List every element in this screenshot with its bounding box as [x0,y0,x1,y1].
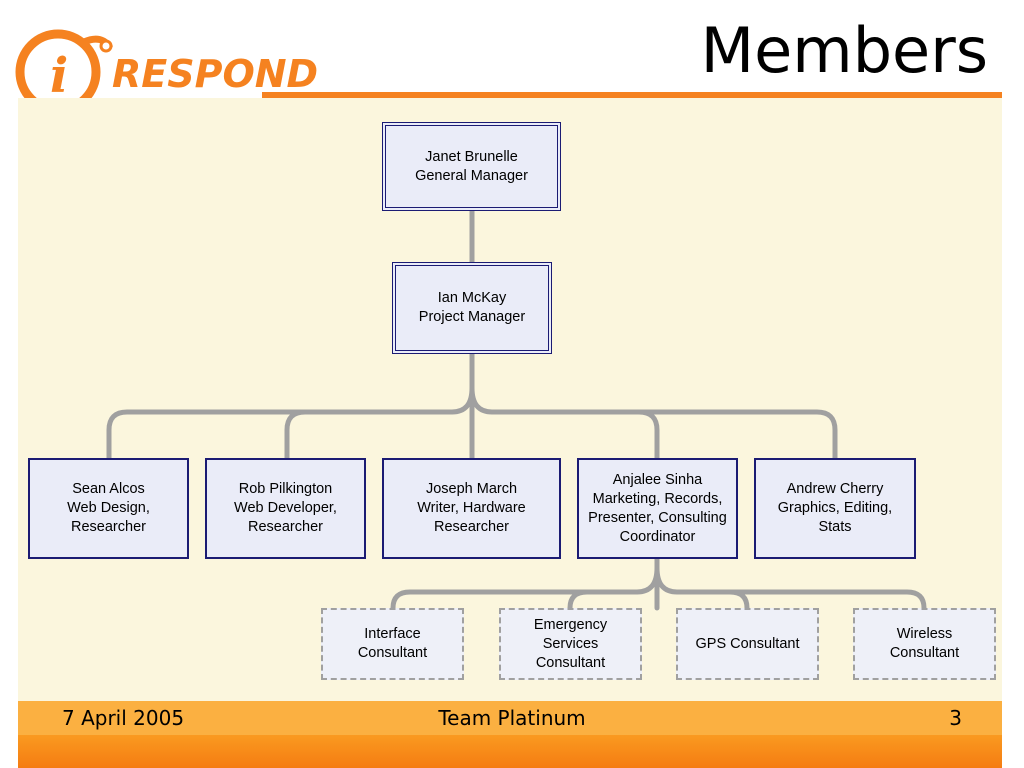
connector-to-rob [284,409,455,461]
node-project-manager: Ian McKay Project Manager [392,262,552,354]
slide-header: i RESPOND Members [0,0,1024,115]
footer-date: 7 April 2005 [62,706,185,730]
node-line: Consultant [357,645,428,661]
node-anjalee-sinha: Anjalee Sinha Marketing, Records, Presen… [577,458,738,559]
node-joseph-march: Joseph March Writer, Hardware Researcher [382,458,561,559]
connector-to-interface [390,565,660,611]
connector-to-wireless [727,589,927,611]
node-line: Web Developer, [234,500,337,516]
node-rob-pilkington: Rob Pilkington Web Developer, Researcher [205,458,366,559]
node-line: GPS Consultant [695,635,800,652]
node-role: Project Manager [418,309,526,325]
logo-glyph: i [50,48,68,104]
node-line: Consultant [535,654,606,671]
header-rule [262,92,1002,98]
footer-team: Team Platinum [438,706,586,730]
footer-band [18,701,1002,735]
node-line: Consultant [889,645,960,661]
node-line: Writer, Hardware [417,500,526,516]
node-andrew-cherry: Andrew Cherry Graphics, Editing, Stats [754,458,916,559]
node-name: Janet Brunelle [425,148,518,165]
node-line: Services [542,635,599,652]
node-line: Researcher [248,519,323,535]
node-name: Ian McKay [437,290,507,306]
connector-to-andrew [636,409,838,461]
node-line: Stats [818,519,852,535]
node-wireless-consultant: Wireless Consultant [853,608,996,680]
connector-to-gps [654,565,750,611]
node-line: Wireless [896,626,953,642]
node-sean-alcos: Sean Alcos Web Design, Researcher [28,458,189,559]
node-line: Rob Pilkington [238,481,333,497]
node-line: Marketing, Records, [592,490,723,507]
logo-text: RESPOND [112,52,319,96]
node-line: Researcher [71,519,146,535]
connector-to-anjalee [469,385,660,461]
footer-page-number: 3 [949,706,962,730]
node-line: Andrew Cherry [786,481,884,497]
node-line: Joseph March [425,481,518,497]
node-line: Web Design, [67,500,150,516]
footer-bottom-band [18,735,1002,768]
node-line: Interface [364,626,421,642]
node-line: Sean Alcos [72,481,145,497]
connector-to-emergency [567,589,640,611]
node-line: Anjalee Sinha [612,471,703,488]
node-gps-consultant: GPS Consultant [676,608,819,680]
node-line: Coordinator [619,528,696,545]
connector-to-sean [106,385,475,461]
node-line: Researcher [434,519,509,535]
node-interface-consultant: Interface Consultant [321,608,464,680]
page-title: Members [700,14,988,87]
node-general-manager: Janet Brunelle General Manager [382,122,561,211]
node-line: Emergency [533,616,608,633]
node-line: Graphics, Editing, [777,500,893,516]
node-emergency-services-consultant: Emergency Services Consultant [499,608,642,680]
node-role: General Manager [415,167,528,184]
node-line: Presenter, Consulting [588,509,727,526]
